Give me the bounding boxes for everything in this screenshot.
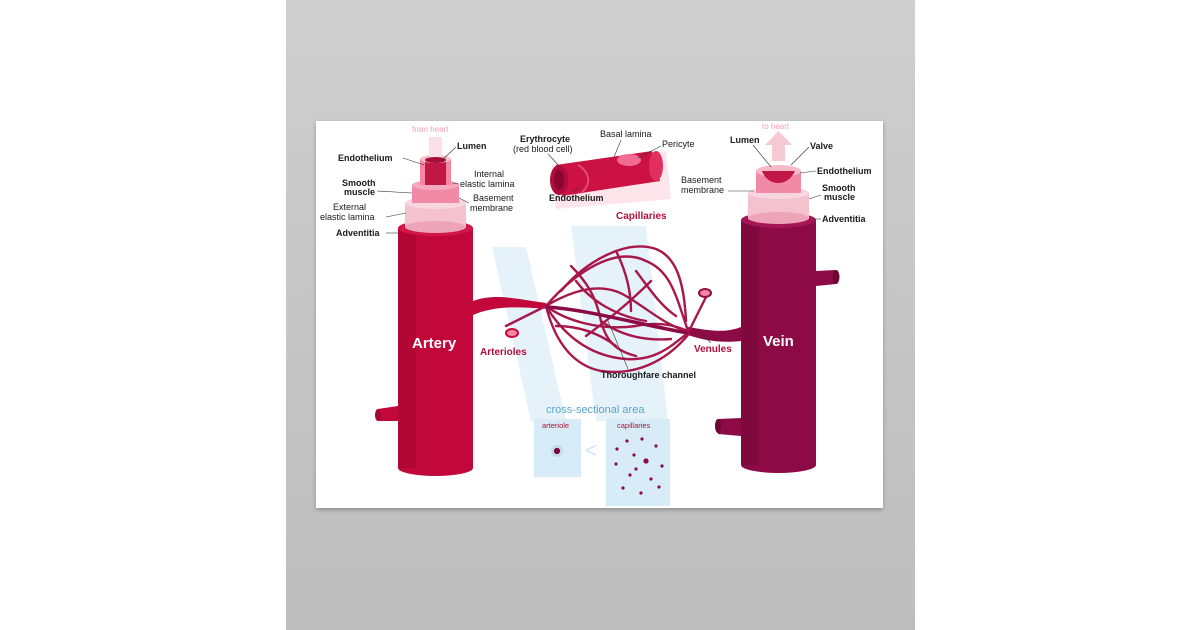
artery-smooth-label-1: Smooth xyxy=(342,178,376,188)
vein-endothelium-leader xyxy=(799,170,817,174)
basal-lamina-leader xyxy=(613,139,622,158)
artery-endothelium-label: Endothelium xyxy=(338,153,393,163)
vein-vessel xyxy=(688,131,840,473)
vein-name: Vein xyxy=(763,333,794,350)
vein-smooth-label-1: Smooth xyxy=(822,183,856,193)
vein-lumen-leader xyxy=(752,144,772,168)
vein-basement-label-2: membrane xyxy=(681,185,724,195)
capillaries-panel xyxy=(606,419,670,506)
vein-smooth-leader xyxy=(808,194,822,200)
venules-label: Venules xyxy=(694,344,732,355)
venules-leader xyxy=(700,332,712,344)
projection-left xyxy=(492,247,566,421)
compare-sign: < xyxy=(585,440,597,462)
artery-lumen-leader xyxy=(440,146,457,162)
vein-endothelium-label: Endothelium xyxy=(817,166,872,176)
pericyte-label: Pericyte xyxy=(662,139,695,149)
artery-external-leader xyxy=(385,212,407,218)
artery-vessel xyxy=(375,137,548,476)
artery-flow-label: from heart xyxy=(412,125,449,134)
erythrocyte-leader xyxy=(547,153,561,168)
arteriole-cross-dot xyxy=(553,447,561,455)
cross-section-title: cross-sectional area xyxy=(546,404,645,416)
vein-adventitia-label: Adventitia xyxy=(822,214,867,224)
arteriole-stub xyxy=(505,328,519,338)
artery-internal-elastic-leader xyxy=(451,182,460,185)
capillary-endothelium-label: Endothelium xyxy=(549,193,604,203)
capillary-endothelium-leader xyxy=(573,186,579,193)
vein-valve-label: Valve xyxy=(810,141,833,151)
vein-smooth-label-2: muscle xyxy=(824,192,855,202)
poster: from heart Artery Endothelium Lumen Inte… xyxy=(316,121,883,508)
artery-smooth-label-2: muscle xyxy=(344,187,375,197)
artery-name: Artery xyxy=(412,335,457,352)
artery-external-label-1: External xyxy=(333,202,366,212)
artery-external-label-2: elastic lamina xyxy=(320,212,375,222)
thoroughfare-label: Thoroughfare channel xyxy=(601,370,696,380)
basal-lamina-label: Basal lamina xyxy=(600,129,652,139)
diagram-canvas: from heart Artery Endothelium Lumen Inte… xyxy=(320,122,872,506)
arterioles-label: Arterioles xyxy=(480,347,527,358)
artery-lumen-label: Lumen xyxy=(457,141,487,151)
capillary-cross-dots xyxy=(614,437,664,495)
capillaries-label: Capillaries xyxy=(616,211,667,222)
arteriole-cross-ring xyxy=(551,445,563,457)
artery-internal-elastic-label-2: elastic lamina xyxy=(460,179,515,189)
vein-valve-leader xyxy=(790,146,810,166)
vein-flow-label: to heart xyxy=(762,122,790,131)
artery-internal-elastic-label-1: Internal xyxy=(474,169,504,179)
erythrocyte-label: Erythrocyte xyxy=(520,134,570,144)
artery-basement-label-2: membrane xyxy=(470,203,513,213)
vein-basement-label-1: Basement xyxy=(681,175,722,185)
artery-adventitia-label: Adventitia xyxy=(336,228,381,238)
artery-endothelium-leader xyxy=(402,157,425,166)
thoroughfare-channel xyxy=(545,305,689,335)
capillary-detail xyxy=(550,151,663,196)
pericyte-leader xyxy=(637,145,662,159)
artery-basement-leader xyxy=(458,197,470,204)
arteriole-panel-label: arteriole xyxy=(542,421,569,430)
artery-basement-label-1: Basement xyxy=(473,193,514,203)
capillaries-panel-label: capillaries xyxy=(617,421,651,430)
erythrocyte-sub-label: (red blood cell) xyxy=(513,144,573,154)
venule-stub xyxy=(698,288,712,298)
projection-right xyxy=(571,226,668,421)
thoroughfare-leader xyxy=(607,320,629,370)
vein-lumen-label: Lumen xyxy=(730,135,760,145)
artery-smooth-leader xyxy=(376,190,413,194)
